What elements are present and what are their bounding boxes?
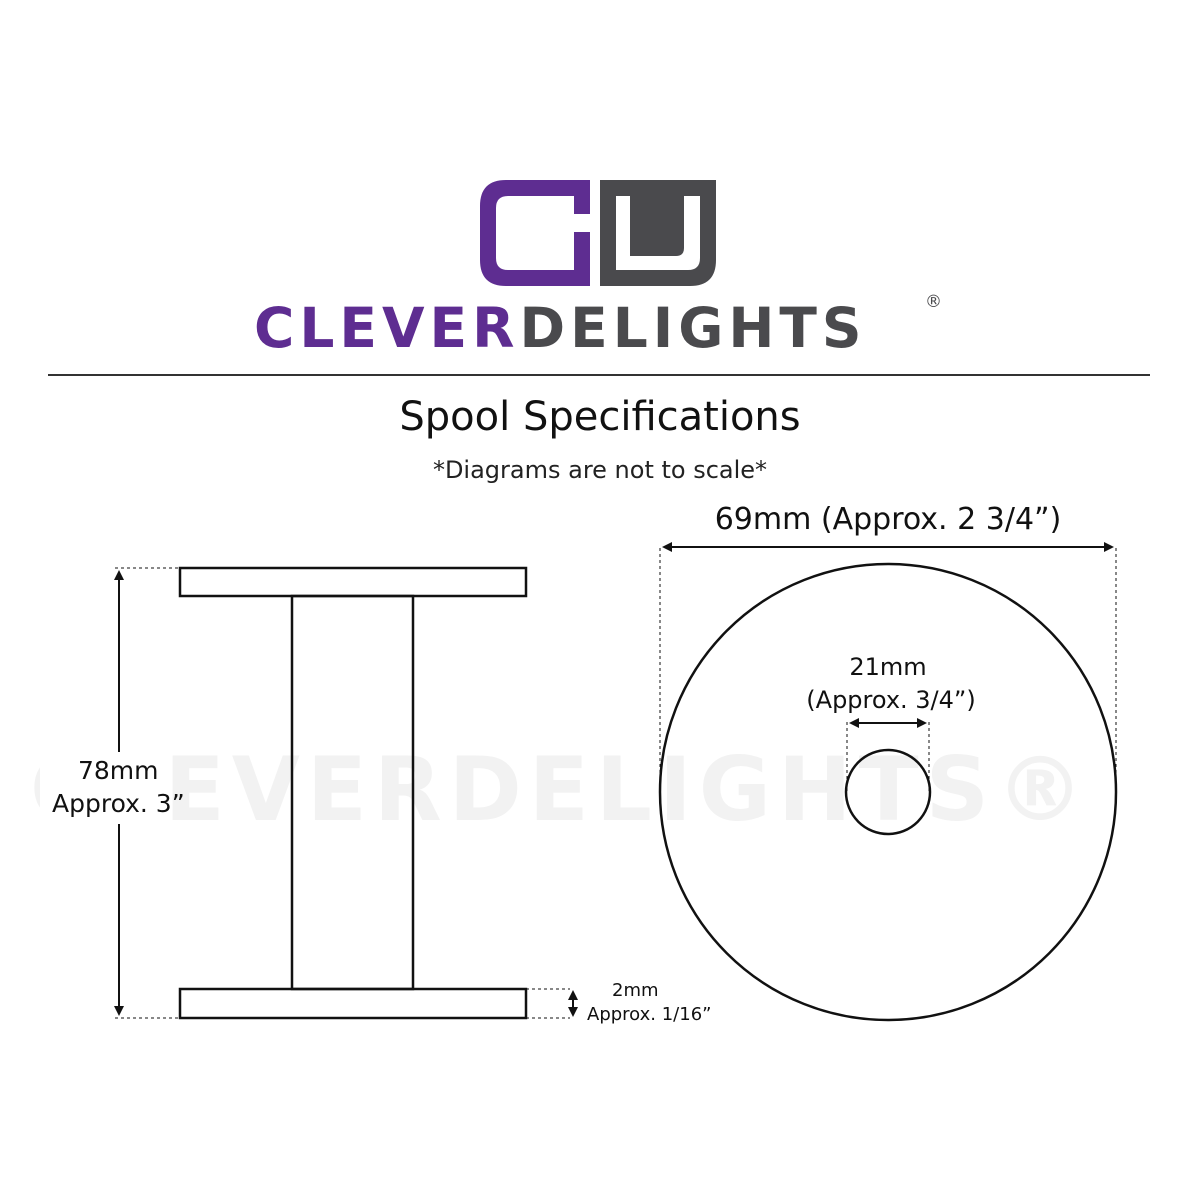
spool-side-view <box>178 566 528 1020</box>
top-flange <box>178 566 528 598</box>
flange-outer-circle <box>658 562 1118 1022</box>
flange-in-label: Approx. 1/16” <box>587 1004 712 1025</box>
page-title: Spool Specifications <box>399 394 801 440</box>
brand-wordmark: CLEVERDELIGHTS <box>254 296 954 360</box>
brand-name-clever: CLEVER <box>254 296 520 360</box>
center-hole <box>844 748 932 836</box>
brand-name-delights: DELIGHTS <box>519 296 867 360</box>
diameter-label: 69mm (Approx. 2 3/4”) <box>714 502 1062 537</box>
height-in-label: Approx. 3” <box>52 789 185 818</box>
page-subtitle: *Diagrams are not to scale* <box>432 456 768 484</box>
diameter-dimension <box>659 542 1117 792</box>
height-dimension <box>40 567 180 1019</box>
logo-c-shape <box>480 180 590 286</box>
hole-in-label: (Approx. 3/4”) <box>806 686 976 714</box>
header-divider <box>48 374 1150 376</box>
flange-mm-label: 2mm <box>612 980 659 1001</box>
hole-mm-label: 21mm <box>849 653 927 681</box>
bottom-flange <box>178 987 528 1020</box>
flange-thickness-dimension <box>526 988 578 1019</box>
cd-monogram-logo <box>480 180 716 286</box>
spool-top-view <box>658 562 1118 1022</box>
registered-mark: ® <box>925 292 942 312</box>
hole-dimension <box>846 718 930 792</box>
height-mm-label: 78mm <box>78 756 159 785</box>
logo-d-shape <box>600 180 716 286</box>
